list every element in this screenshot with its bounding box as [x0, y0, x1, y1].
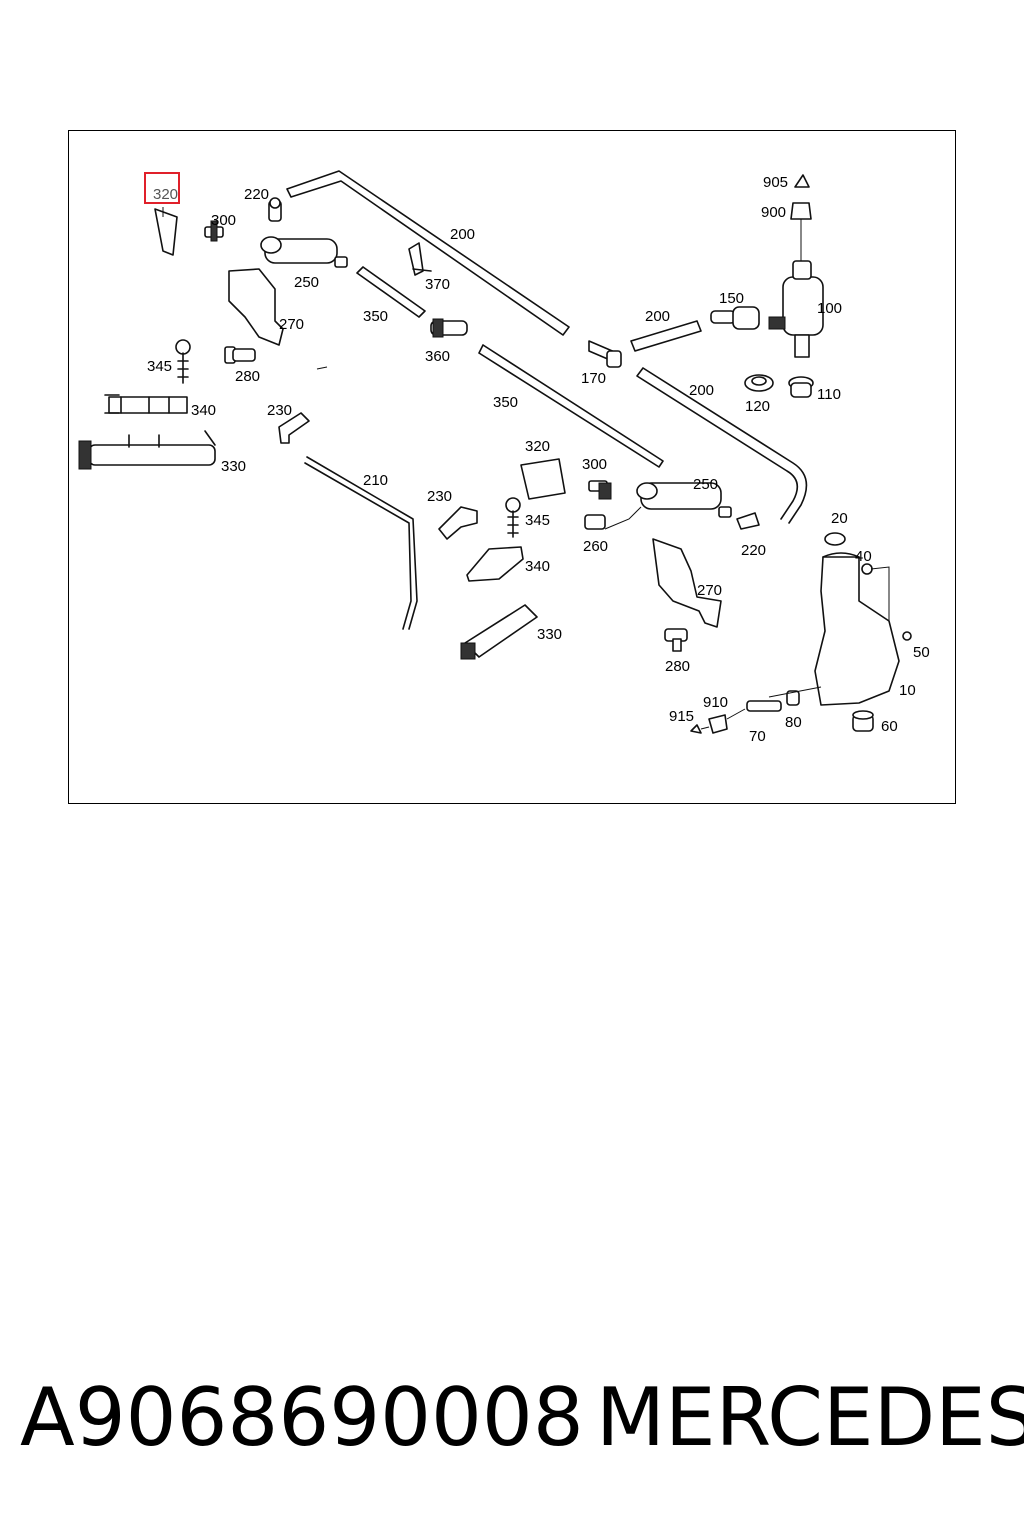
label-80: 80	[785, 714, 802, 731]
label-910: 910	[703, 694, 728, 711]
label-330-center: 330	[537, 626, 562, 643]
part-270-bracket-right	[652, 538, 722, 628]
part-345-screw-center	[505, 497, 521, 538]
label-900: 900	[761, 204, 786, 221]
part-10-reservoir	[814, 552, 900, 706]
label-60: 60	[881, 718, 898, 735]
label-200-right: 200	[689, 382, 714, 399]
part-320-cover-center	[520, 458, 566, 500]
part-150-fitting	[710, 306, 760, 330]
part-230-elbow-left	[278, 412, 310, 444]
part-250-pump-center	[636, 482, 732, 518]
hose-210	[304, 456, 418, 630]
hose-200-mid	[630, 320, 702, 352]
parts-diagram: 320 220 300 250 200 370 350 270 360 345 …	[78, 170, 930, 745]
label-70: 70	[749, 728, 766, 745]
part-300-nozzle-left	[204, 220, 224, 242]
part-20-cap	[824, 532, 846, 546]
part-340-holder-left	[104, 394, 188, 414]
label-340-left: 340	[191, 402, 216, 419]
label-110: 110	[817, 386, 841, 403]
brand-name: MERCEDES	[596, 1371, 1024, 1464]
label-280-left: 280	[235, 368, 260, 385]
part-220-connector-top	[268, 197, 282, 222]
label-915: 915	[669, 708, 694, 725]
label-150: 150	[719, 290, 744, 307]
label-40: 40	[855, 548, 872, 565]
label-120: 120	[745, 398, 770, 415]
hose-200-top	[286, 170, 570, 336]
label-230-left: 230	[267, 402, 292, 419]
hose-350-mid	[478, 344, 664, 468]
hose-350-top	[356, 266, 426, 318]
part-340-holder-center	[466, 546, 524, 582]
part-320-cover-left	[154, 208, 178, 256]
part-80-nut	[786, 690, 800, 706]
part-905-cap	[794, 174, 810, 188]
label-100: 100	[817, 300, 842, 317]
label-370: 370	[425, 276, 450, 293]
label-250-left: 250	[294, 274, 319, 291]
label-260: 260	[583, 538, 608, 555]
label-360: 360	[425, 348, 450, 365]
label-280-right: 280	[665, 658, 690, 675]
label-10: 10	[899, 682, 916, 699]
part-40-screw	[861, 563, 890, 641]
part-70-connector	[746, 686, 822, 712]
label-170: 170	[581, 370, 606, 387]
label-350-top: 350	[363, 308, 388, 325]
label-300-left: 300	[211, 212, 236, 229]
part-910-plug	[708, 708, 746, 734]
part-330-washer-nozzle-left	[78, 430, 216, 470]
part-345-screw-left	[175, 339, 191, 384]
label-345-left: 345	[147, 358, 172, 375]
part-280-pin-right	[664, 628, 688, 652]
label-320-center: 320	[525, 438, 550, 455]
part-260-pin	[584, 514, 606, 530]
hose-200-right	[636, 367, 808, 524]
part-360-fitting	[430, 318, 468, 338]
part-250-pump-left	[260, 236, 348, 268]
label-250-center: 250	[693, 476, 718, 493]
label-200-top: 200	[450, 226, 475, 243]
part-270-bracket-left	[228, 268, 284, 346]
label-340-center: 340	[525, 558, 550, 575]
label-300-center: 300	[582, 456, 607, 473]
highlight-box	[144, 172, 180, 204]
part-300-nozzle-center	[588, 480, 612, 500]
part-100-pump	[768, 260, 824, 358]
part-330-washer-nozzle-center	[460, 604, 538, 660]
footer: A9068690008 MERCEDES	[0, 1368, 1024, 1478]
label-200-mid: 200	[645, 308, 670, 325]
label-320-highlighted: 320	[153, 186, 178, 203]
label-220-top: 220	[244, 186, 269, 203]
part-230-elbow-center	[438, 506, 478, 540]
label-345-center: 345	[525, 512, 550, 529]
label-220-right: 220	[741, 542, 766, 559]
label-270-right: 270	[697, 582, 722, 599]
part-50-screw	[902, 631, 912, 641]
part-170-t-fitting	[588, 340, 622, 368]
label-20: 20	[831, 510, 848, 527]
label-210: 210	[363, 472, 388, 489]
label-230-center: 230	[427, 488, 452, 505]
part-915-pin	[690, 724, 710, 734]
label-270-left: 270	[279, 316, 304, 333]
label-905: 905	[763, 174, 788, 191]
part-number: A9068690008	[20, 1371, 584, 1464]
part-370-clip	[408, 242, 432, 276]
part-110-seal	[788, 376, 814, 398]
part-60-grommet	[852, 710, 874, 732]
part-120-grommet	[744, 374, 774, 392]
leader-lines	[162, 207, 642, 530]
part-900-connector	[790, 202, 812, 261]
part-280-pin-left	[224, 346, 256, 364]
label-330-left: 330	[221, 458, 246, 475]
diagram-frame: 320 220 300 250 200 370 350 270 360 345 …	[68, 130, 956, 804]
label-50: 50	[913, 644, 930, 661]
label-350-mid: 350	[493, 394, 518, 411]
part-220-connector-right	[736, 512, 760, 530]
